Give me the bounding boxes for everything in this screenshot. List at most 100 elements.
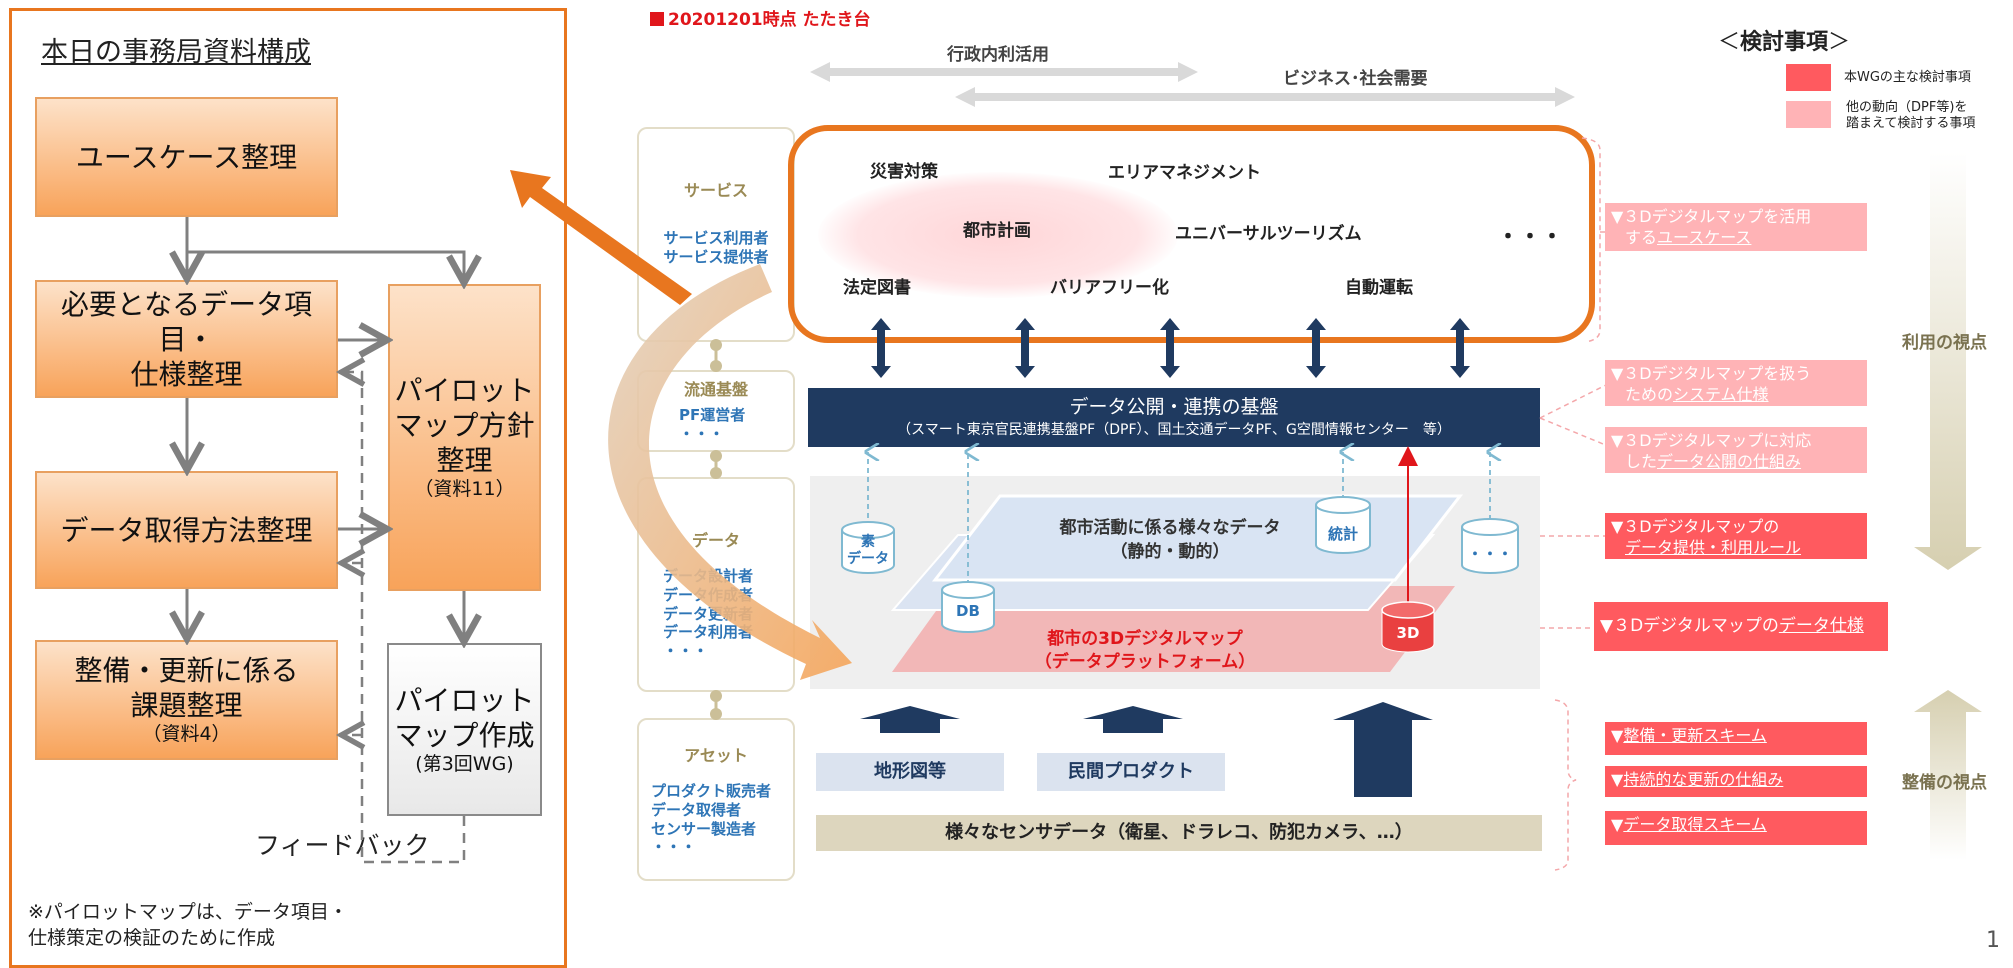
data-platform-title: データ公開・連携の基盤 <box>1069 396 1279 418</box>
issue-rules: ▼３Dデジタルマップのデータ提供・利用ルール <box>1605 513 1867 559</box>
red-square-icon <box>650 12 664 26</box>
service-area-management: エリアマネジメント <box>1108 163 1261 183</box>
cylinder-3d-icon <box>1381 601 1435 653</box>
stakeholder-service-roles: サービス利用者 サービス提供者 <box>663 229 769 266</box>
issue-spec: ▼３Dデジタルマップのデータ仕様 <box>1594 602 1888 651</box>
issue-usecase-line2b: ユースケース <box>1657 227 1752 247</box>
service-urban-planning: 都市計画 <box>963 221 1031 241</box>
ground-topo-box: 地形図等 <box>816 753 1004 791</box>
issue-scheme-text: 整備・更新スキーム <box>1623 726 1767 745</box>
issue-sustain: ▼持続的な更新の仕組み <box>1605 766 1867 797</box>
layer-3d-map-label: 都市の3Dデジタルマップ （データプラットフォーム） <box>1034 629 1256 672</box>
stakeholder-asset-roles: プロダクト販売者 データ取得者 センサー製造者 ・・・ <box>651 782 772 857</box>
box-pilot-policy-label: パイロット マップ方針 整理 <box>394 374 535 478</box>
snapshot-label: 20201201時点 たたき台 <box>650 5 871 30</box>
legend-swatch-other <box>1786 101 1831 128</box>
feedback-label: フィードバック <box>255 831 430 860</box>
issue-system-line1: ▼３Dデジタルマップを扱う <box>1611 364 1812 383</box>
box-issues-sub: （資料4） <box>142 723 231 746</box>
snapshot-text: 20201201時点 たたき台 <box>668 10 871 30</box>
issue-spec-underlined: データ仕様 <box>1778 616 1864 636</box>
box-pilot-make: パイロット マップ作成 (第3回WG) <box>387 643 542 816</box>
service-legal-docs: 法定図書 <box>843 278 911 298</box>
urban-planning-highlight <box>818 172 1178 298</box>
issue-rules-line1: ▼３Dデジタルマップの <box>1611 517 1780 536</box>
legend-title: ＜検討事項＞ <box>1718 24 1850 56</box>
legend-other-text: 他の動向（DPF等)を 踏まえて検討する事項 <box>1846 100 1976 132</box>
legend-swatch-main <box>1786 64 1831 91</box>
issue-sustain-text: 持続的な更新の仕組み <box>1623 770 1784 789</box>
issue-usecase: ▼３Dデジタルマップを活用するユースケース <box>1605 203 1867 251</box>
issue-acquire-mark: ▼ <box>1611 815 1624 834</box>
legend-main-text: 本WGの主な検討事項 <box>1844 70 1971 85</box>
issue-scheme-mark: ▼ <box>1611 726 1624 745</box>
stakeholder-distribution-title: 流通基盤 <box>683 380 748 399</box>
cylinder-db-label: DB <box>956 602 980 620</box>
cylinder-more-label: ・・・ <box>1467 545 1513 563</box>
services-highlight-frame <box>788 125 1595 343</box>
box-data-items: 必要となるデータ項目・ 仕様整理 <box>35 280 338 398</box>
box-acquisition-label: データ取得方法整理 <box>60 513 313 547</box>
box-pilot-policy-sub: （資料11） <box>414 478 515 501</box>
service-universal-tourism: ユニバーサルツーリズム <box>1175 224 1362 244</box>
issue-publish-line2b: データ公開の仕組み <box>1657 451 1802 471</box>
layer-urban-data-label: 都市活動に係る様々なデータ （静的・動的） <box>1059 518 1281 562</box>
ground-private-box: 民間プロダクト <box>1037 753 1225 791</box>
legend-title-close: ＞ <box>1828 30 1851 55</box>
data-platform-subtitle: （スマート東京官民連携基盤PF（DPF）、国土交通データPF、G空間情報センター… <box>897 422 1451 438</box>
issue-sustain-mark: ▼ <box>1611 770 1624 789</box>
box-data-items-label: 必要となるデータ項目・ 仕様整理 <box>60 287 313 391</box>
issue-spec-text: ▼３Dデジタルマップの <box>1600 616 1779 636</box>
cylinder-stats-label: 統計 <box>1327 525 1358 543</box>
stakeholder-asset: アセット プロダクト販売者 データ取得者 センサー製造者 ・・・ <box>637 718 795 881</box>
cylinder-more-icon <box>1461 518 1519 574</box>
issue-publish-line1: ▼３Dデジタルマップに対応 <box>1611 431 1812 450</box>
legend-title-open: ＜ <box>1718 30 1741 55</box>
box-acquisition: データ取得方法整理 <box>35 471 338 589</box>
cylinder-raw-icon <box>841 521 895 574</box>
box-issues-label: 整備・更新に係る 課題整理 <box>74 654 299 723</box>
cylinder-stats-icon <box>1315 496 1371 554</box>
cylinder-3d-label: 3D <box>1396 624 1420 642</box>
ground-topo-label: 地形図等 <box>874 761 946 782</box>
box-usecase: ユースケース整理 <box>35 97 338 217</box>
cylinder-db-icon <box>941 581 995 633</box>
issue-system: ▼３Dデジタルマップを扱うためのシステム仕様 <box>1605 360 1867 406</box>
service-autonomous-driving: 自動運転 <box>1345 278 1413 298</box>
issue-system-line2a: ための <box>1625 384 1674 404</box>
scope-admin-label: 行政内利活用 <box>947 45 1049 65</box>
stakeholder-service-title: サービス <box>683 181 748 200</box>
cylinder-raw-label: 素 データ <box>847 534 889 567</box>
issue-usecase-line2a: する <box>1625 227 1658 247</box>
service-more: ・・・ <box>1497 225 1564 250</box>
legend-title-text: 検討事項 <box>1740 30 1829 55</box>
issue-publish-line2a: した <box>1625 451 1658 471</box>
sensor-data-bar: 様々なセンサデータ（衛星、ドラレコ、防犯カメラ、…） <box>816 815 1542 851</box>
stakeholder-asset-title: アセット <box>684 746 748 765</box>
footnote: ※パイロットマップは、データ項目・ 仕様策定の検証のために作成 <box>28 901 348 949</box>
issue-acquire-text: データ取得スキーム <box>1623 815 1767 834</box>
box-pilot-make-sub: (第3回WG) <box>415 752 514 775</box>
service-disaster: 災害対策 <box>870 162 938 182</box>
ground-private-label: 民間プロダクト <box>1068 761 1194 782</box>
service-barrier-free: バリアフリー化 <box>1050 278 1169 298</box>
box-usecase-label: ユースケース整理 <box>75 140 298 174</box>
issue-publish: ▼３Dデジタルマップに対応したデータ公開の仕組み <box>1605 427 1867 473</box>
left-panel-title: 本日の事務局資料構成 <box>41 37 311 68</box>
page-number: 1 <box>1986 928 2000 953</box>
stakeholder-distribution-roles: PF運営者 ・・・ <box>679 406 746 443</box>
issue-acquire: ▼データ取得スキーム <box>1605 811 1867 845</box>
box-pilot-policy: パイロット マップ方針 整理 （資料11） <box>388 284 541 591</box>
stakeholder-data-title: データ <box>691 531 740 550</box>
issue-system-line2b: システム仕様 <box>1673 384 1769 404</box>
box-issues: 整備・更新に係る 課題整理 （資料4） <box>35 640 338 760</box>
scope-business-label: ビジネス･社会需要 <box>1283 69 1428 89</box>
issue-usecase-line1: ▼３Dデジタルマップを活用 <box>1611 207 1812 226</box>
